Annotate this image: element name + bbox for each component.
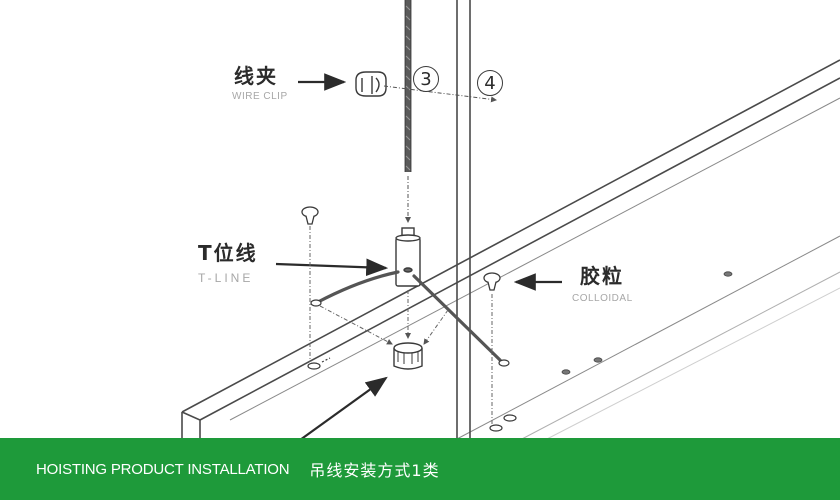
t-line-connector-icon <box>395 227 421 287</box>
t-line-arrow-icon <box>275 258 389 277</box>
footer-banner: HOISTING PRODUCT INSTALLATION 吊线安装方式1类 <box>0 438 840 500</box>
t-line-cables <box>316 270 502 362</box>
left-colloidal-icon <box>301 206 319 225</box>
socket-cup-icon <box>393 342 423 370</box>
wire-clip-label-en: WIRE CLIP <box>232 91 288 102</box>
wire-clip-icon <box>355 71 387 97</box>
guides-to-socket <box>319 290 449 345</box>
guide-clip-to-step4 <box>383 85 497 103</box>
right-colloidal-icon <box>483 272 501 291</box>
light-fixture <box>181 59 840 441</box>
colloidal-label-cn: 胶粒 <box>580 264 624 288</box>
socket-arrow-icon <box>299 376 388 441</box>
t-line-label-en: T-LINE <box>198 271 254 285</box>
left-mount-icon <box>307 357 331 370</box>
t-line-label-cn: T位线 <box>198 241 258 265</box>
colloidal-label-en: COLLOIDAL <box>572 293 633 304</box>
wire-clip-label-cn: 线夹 <box>234 64 278 88</box>
step-3-badge: 3 <box>413 66 439 92</box>
cable-ends-icon <box>310 299 510 367</box>
hanging-wire-icon <box>404 0 412 172</box>
fixture-holes <box>561 271 733 375</box>
right-mount-icon <box>489 414 517 432</box>
vertical-rail <box>456 0 471 440</box>
step-4-badge: 4 <box>477 70 503 96</box>
footer-title-cn: 吊线安装方式1类 <box>309 461 440 480</box>
footer-title-en: HOISTING PRODUCT INSTALLATION <box>36 460 290 478</box>
